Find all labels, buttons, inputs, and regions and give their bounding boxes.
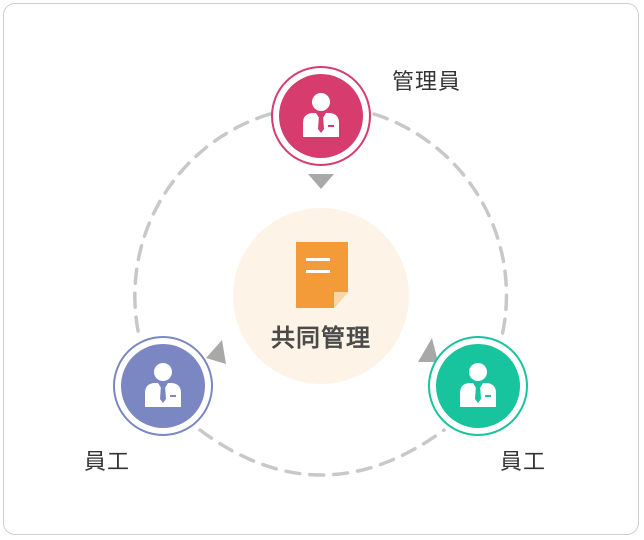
triangle-arrow-icon [418, 338, 438, 362]
node-admin [271, 66, 371, 166]
arc-admin-to-left [133, 112, 272, 342]
triangle-arrow-icon [206, 340, 226, 364]
cycle-arcs [133, 112, 509, 477]
node-employee-left [113, 336, 213, 436]
triangle-arrow-icon [308, 174, 334, 189]
node-label-employee-left: 員工 [84, 450, 131, 475]
arc-admin-to-right [372, 112, 509, 338]
node-label-admin: 管理員 [392, 70, 462, 95]
document-icon [296, 242, 348, 308]
node-label-employee-right: 員工 [500, 450, 547, 475]
arc-left-to-right [198, 428, 446, 477]
center-label: 共同管理 [271, 324, 371, 352]
center-node [233, 208, 409, 384]
node-employee-right [428, 336, 528, 436]
